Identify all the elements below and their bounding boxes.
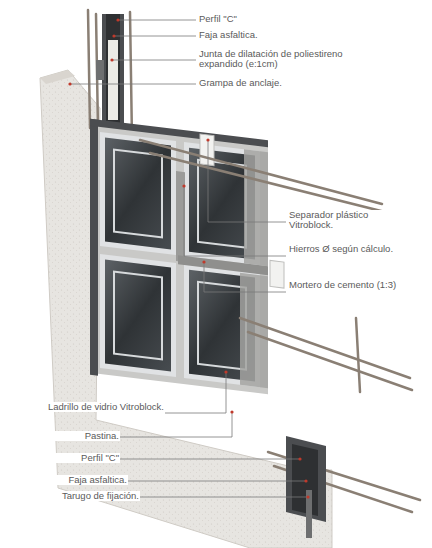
anchor-clip — [96, 60, 104, 80]
c-profile — [102, 14, 124, 132]
rebars — [140, 140, 420, 512]
fixing-plug — [306, 490, 312, 538]
part-label: Grampa de anclaje. — [198, 78, 380, 88]
part-label: Junta de dilatación de poliestireno expa… — [198, 49, 378, 70]
glass-block — [100, 132, 176, 255]
part-label: Pastina. — [18, 431, 120, 441]
part-label: Perfil "C" — [18, 453, 120, 463]
leader-dots — [68, 18, 309, 498]
glass-block — [100, 254, 176, 377]
mortar — [244, 149, 268, 266]
part-label: Faja asfaltica. — [198, 30, 380, 40]
mortar — [240, 273, 268, 388]
asphalt-band — [106, 14, 120, 132]
part-label: Tarugo de fijación. — [18, 491, 140, 501]
leader-lines — [70, 20, 308, 497]
plastic-spacer — [270, 260, 284, 288]
part-label: Mortero de cemento (1:3) — [288, 280, 400, 290]
c-profile-frame — [90, 119, 98, 376]
part-label: Faja asfaltica. — [26, 475, 128, 485]
pastina-frame — [94, 123, 268, 394]
expansion-joint — [108, 40, 118, 120]
part-label: Separador plástico Vitroblock. — [288, 210, 400, 231]
wall-top-edge — [40, 70, 75, 84]
asphalt-band — [292, 444, 318, 516]
part-label: Hierros Ø según cálculo. — [288, 244, 395, 254]
part-label: Perfil "C" — [198, 14, 380, 24]
part-label: Ladrillo de vidrio Vitroblock. — [43, 402, 165, 412]
plastic-spacer — [200, 134, 214, 166]
